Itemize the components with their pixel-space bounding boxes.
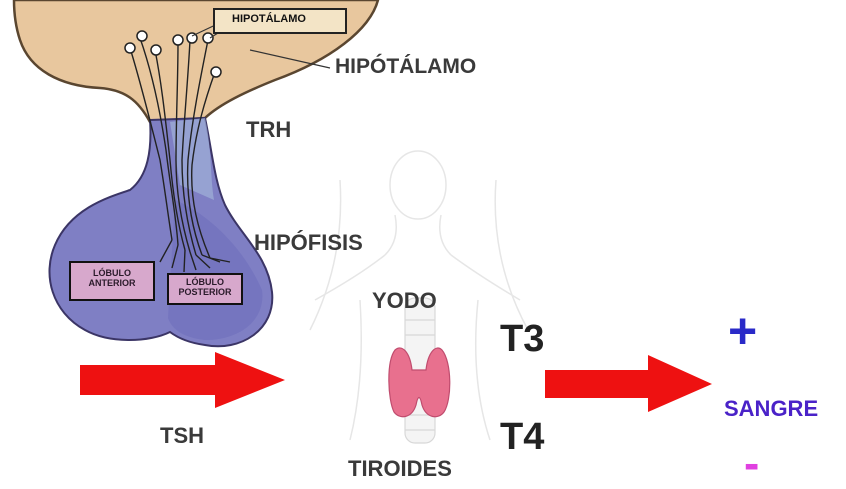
pituitary-label: HIPÓFISIS (254, 232, 363, 254)
hypothalamus-box-label: HIPOTÁLAMO (232, 14, 306, 25)
anterior-lobe-label: LÓBULO ANTERIOR (72, 269, 152, 289)
trh-label: TRH (246, 119, 291, 141)
posterior-lobe-label: LÓBULO POSTERIOR (170, 278, 240, 298)
anterior-lobe-line2: ANTERIOR (72, 279, 152, 289)
thyroid-label: TIROIDES (348, 458, 452, 480)
t3-label: T3 (500, 320, 544, 358)
posterior-lobe-line2: POSTERIOR (170, 288, 240, 298)
tsh-arrow (80, 352, 285, 408)
iodine-label: YODO (372, 290, 437, 312)
hypothalamus-label: HIPÓTÁLAMO (335, 56, 476, 77)
t4-label: T4 (500, 418, 544, 456)
tsh-label: TSH (160, 425, 204, 447)
plus-sign: + (728, 306, 757, 356)
blood-label: SANGRE (724, 398, 818, 420)
minus-sign: - (744, 440, 759, 486)
hormone-arrow (545, 355, 712, 412)
